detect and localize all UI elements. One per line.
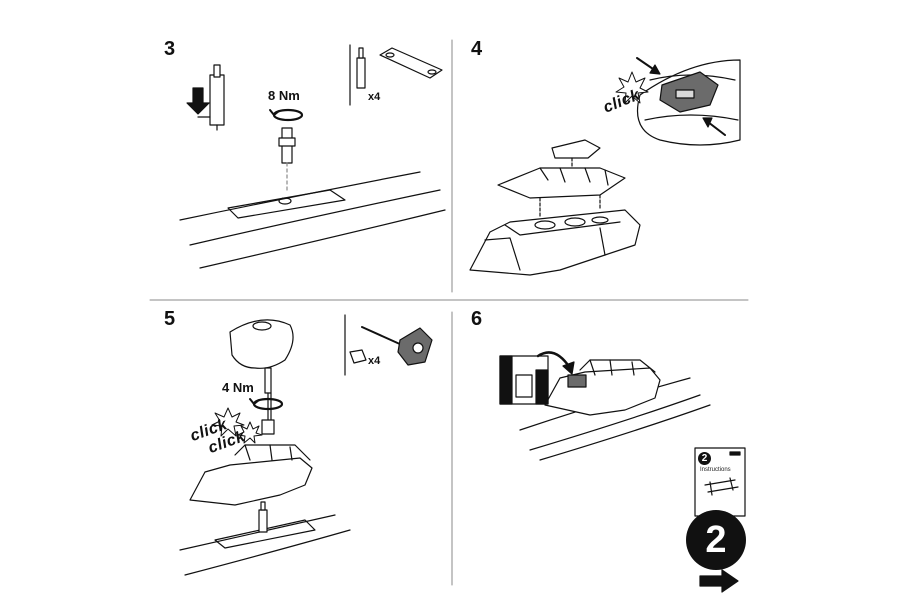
click-burst-icon [211, 407, 245, 437]
step-5-knob [229, 319, 294, 421]
arrow-right-icon [699, 569, 739, 593]
arrow-down-icon [186, 87, 211, 118]
step-5-illustration [179, 314, 433, 576]
click-burst-icon [615, 71, 649, 104]
step-3-pin-insert [209, 64, 225, 131]
step-3-part-bolt [356, 47, 366, 89]
step-3-quantity-label: x4 [368, 91, 381, 103]
step-4-arrow-2 [702, 117, 726, 136]
torque-rotation-icon [269, 108, 304, 122]
step-6-arrow [536, 351, 575, 375]
step-4-detail-view [636, 59, 741, 146]
step-3-torque-label: 8 Nm [268, 88, 300, 103]
next-step-badge: 2 [686, 510, 746, 570]
step-4-foot-base [469, 209, 641, 276]
step-6-inset [499, 355, 549, 405]
booklet-title: Instructions [700, 467, 731, 473]
step-5-bolt [258, 501, 268, 533]
step-3-pin [278, 127, 296, 191]
click-burst-icon [237, 421, 263, 444]
step-4-illustration [469, 57, 741, 276]
step-5-torque-label: 4 Nm [222, 380, 254, 395]
step-5-quantity-label: x4 [368, 355, 381, 367]
step-6-foot [544, 359, 661, 416]
step-5-number: 5 [164, 308, 176, 330]
step-4-number: 4 [471, 38, 483, 60]
booklet-number: 2 [698, 452, 711, 465]
step-3-part-plate [379, 47, 443, 79]
step-3-illustration [179, 44, 446, 269]
step-4-arrow-1 [636, 57, 661, 75]
torque-rotation-icon [249, 397, 284, 411]
step-4-cradle [497, 167, 626, 219]
step-5-nut [261, 419, 275, 435]
step-5-part-allen-key [361, 326, 433, 366]
step-6-number: 6 [471, 308, 483, 330]
step-3-number: 3 [164, 38, 176, 60]
step-5-foot [189, 444, 313, 506]
step-5-part-nut [349, 349, 367, 364]
